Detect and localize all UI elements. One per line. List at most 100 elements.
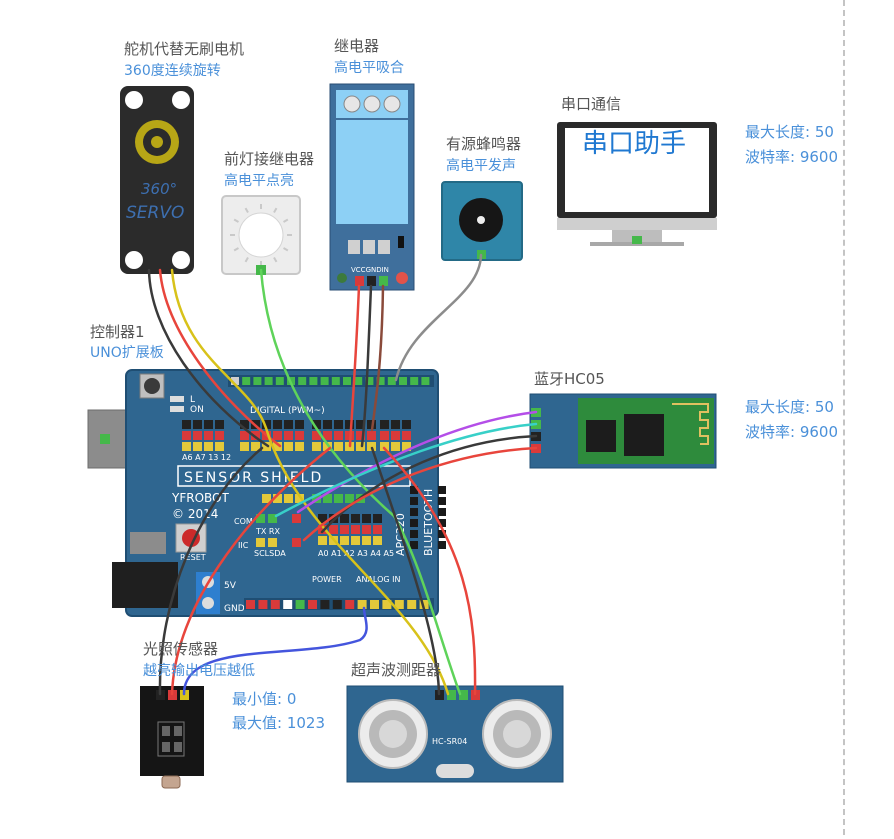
header-pin[interactable]	[284, 442, 293, 451]
header-pin[interactable]	[295, 431, 304, 440]
us-pin-echo[interactable]	[447, 690, 456, 700]
header-pin[interactable]	[419, 600, 429, 609]
headlight-component[interactable]	[221, 195, 301, 275]
servo-component[interactable]: 360° SERVO	[120, 86, 194, 274]
header-pin[interactable]	[343, 377, 351, 385]
serial-pin[interactable]	[632, 236, 642, 244]
header-pin[interactable]	[402, 431, 411, 440]
header-pin[interactable]	[410, 508, 418, 516]
ls-signal-wire[interactable]	[182, 606, 368, 696]
header-pin[interactable]	[334, 431, 343, 440]
header-pin[interactable]	[356, 431, 365, 440]
header-pin[interactable]	[380, 431, 389, 440]
header-pin[interactable]	[334, 494, 343, 503]
header-pin[interactable]	[334, 420, 343, 429]
header-pin[interactable]	[391, 442, 400, 451]
header-pin[interactable]	[410, 377, 419, 385]
header-pin[interactable]	[262, 494, 271, 503]
header-pin[interactable]	[367, 442, 376, 451]
header-pin[interactable]	[438, 508, 446, 516]
bt-red-wire[interactable]	[302, 446, 538, 542]
header-pin[interactable]	[370, 600, 379, 609]
header-pin[interactable]	[323, 494, 332, 503]
header-pin[interactable]	[204, 431, 213, 440]
bt-purple-wire[interactable]	[296, 410, 538, 514]
header-pin[interactable]	[318, 536, 327, 545]
bt-cyan-wire[interactable]	[274, 422, 538, 518]
relay-gnd-wire[interactable]	[360, 284, 373, 448]
header-pin[interactable]	[399, 377, 407, 385]
header-pin[interactable]	[270, 600, 280, 609]
gvs-pin-rows[interactable]	[182, 420, 411, 451]
header-pin[interactable]	[264, 377, 273, 385]
ls-gnd-wire[interactable]	[158, 446, 264, 696]
controller-board[interactable]: L ON DIGITAL (PWM~) A6 A7 13 12 SENSOR S…	[87, 369, 446, 617]
header-pin[interactable]	[407, 600, 417, 609]
header-pin[interactable]	[356, 442, 365, 451]
header-pin[interactable]	[298, 377, 307, 385]
header-pin[interactable]	[323, 420, 332, 429]
digital-header-pins[interactable]	[231, 377, 430, 385]
header-pin[interactable]	[284, 431, 293, 440]
serial-monitor-component[interactable]: 串口助手	[557, 122, 717, 246]
header-pin[interactable]	[246, 600, 255, 609]
header-pin[interactable]	[373, 514, 382, 523]
bluetooth-component[interactable]	[529, 393, 717, 469]
side-headers[interactable]	[410, 486, 446, 549]
header-pin[interactable]	[262, 420, 271, 429]
header-pin[interactable]	[284, 494, 293, 503]
header-pin[interactable]	[410, 530, 418, 538]
header-pin[interactable]	[373, 536, 382, 545]
header-pin[interactable]	[295, 442, 304, 451]
bt-black-wire[interactable]	[320, 434, 538, 534]
header-pin[interactable]	[438, 541, 446, 549]
header-pin[interactable]	[332, 600, 342, 609]
header-pin[interactable]	[438, 530, 446, 538]
header-pin[interactable]	[340, 525, 349, 534]
header-pin[interactable]	[345, 600, 355, 609]
ultrasonic-component[interactable]: HC-SR04	[346, 685, 564, 783]
header-pin[interactable]	[357, 600, 367, 609]
header-pin[interactable]	[204, 420, 213, 429]
header-pin[interactable]	[251, 442, 260, 451]
relay-in-pin[interactable]	[379, 276, 388, 286]
buzzer-component[interactable]	[441, 181, 523, 261]
header-pin[interactable]	[351, 536, 360, 545]
header-pin[interactable]	[182, 431, 191, 440]
us-pin-trig[interactable]	[459, 690, 468, 700]
us-gnd-wire[interactable]	[370, 446, 441, 696]
servo-yellow-wire[interactable]	[170, 268, 450, 696]
header-pin[interactable]	[292, 514, 301, 523]
header-pin[interactable]	[380, 420, 389, 429]
header-pin[interactable]	[273, 431, 282, 440]
header-pin[interactable]	[240, 431, 249, 440]
header-pin[interactable]	[367, 431, 376, 440]
bottom-header-pins[interactable]	[246, 600, 429, 609]
light-sensor-component[interactable]	[140, 686, 204, 789]
middle-pin-block[interactable]	[256, 494, 382, 547]
header-pin[interactable]	[251, 431, 260, 440]
header-pin[interactable]	[402, 420, 411, 429]
header-pin[interactable]	[312, 431, 321, 440]
header-pin[interactable]	[318, 514, 327, 523]
relay-vcc-wire[interactable]	[348, 284, 361, 448]
header-pin[interactable]	[351, 514, 360, 523]
servo-red-wire[interactable]	[158, 268, 282, 448]
header-pin[interactable]	[295, 494, 304, 503]
header-pin[interactable]	[308, 600, 317, 609]
header-pin[interactable]	[331, 377, 340, 385]
header-pin[interactable]	[345, 494, 354, 503]
header-pin[interactable]	[182, 420, 191, 429]
headlight-wire[interactable]	[259, 268, 462, 696]
header-pin[interactable]	[240, 420, 249, 429]
header-pin[interactable]	[438, 497, 446, 505]
header-pin[interactable]	[387, 377, 396, 385]
header-pin[interactable]	[329, 525, 338, 534]
header-pin[interactable]	[391, 431, 400, 440]
header-pin[interactable]	[320, 600, 330, 609]
header-pin[interactable]	[273, 442, 282, 451]
header-pin[interactable]	[273, 494, 282, 503]
header-pin[interactable]	[340, 514, 349, 523]
header-pin[interactable]	[312, 442, 321, 451]
header-pin[interactable]	[193, 431, 202, 440]
